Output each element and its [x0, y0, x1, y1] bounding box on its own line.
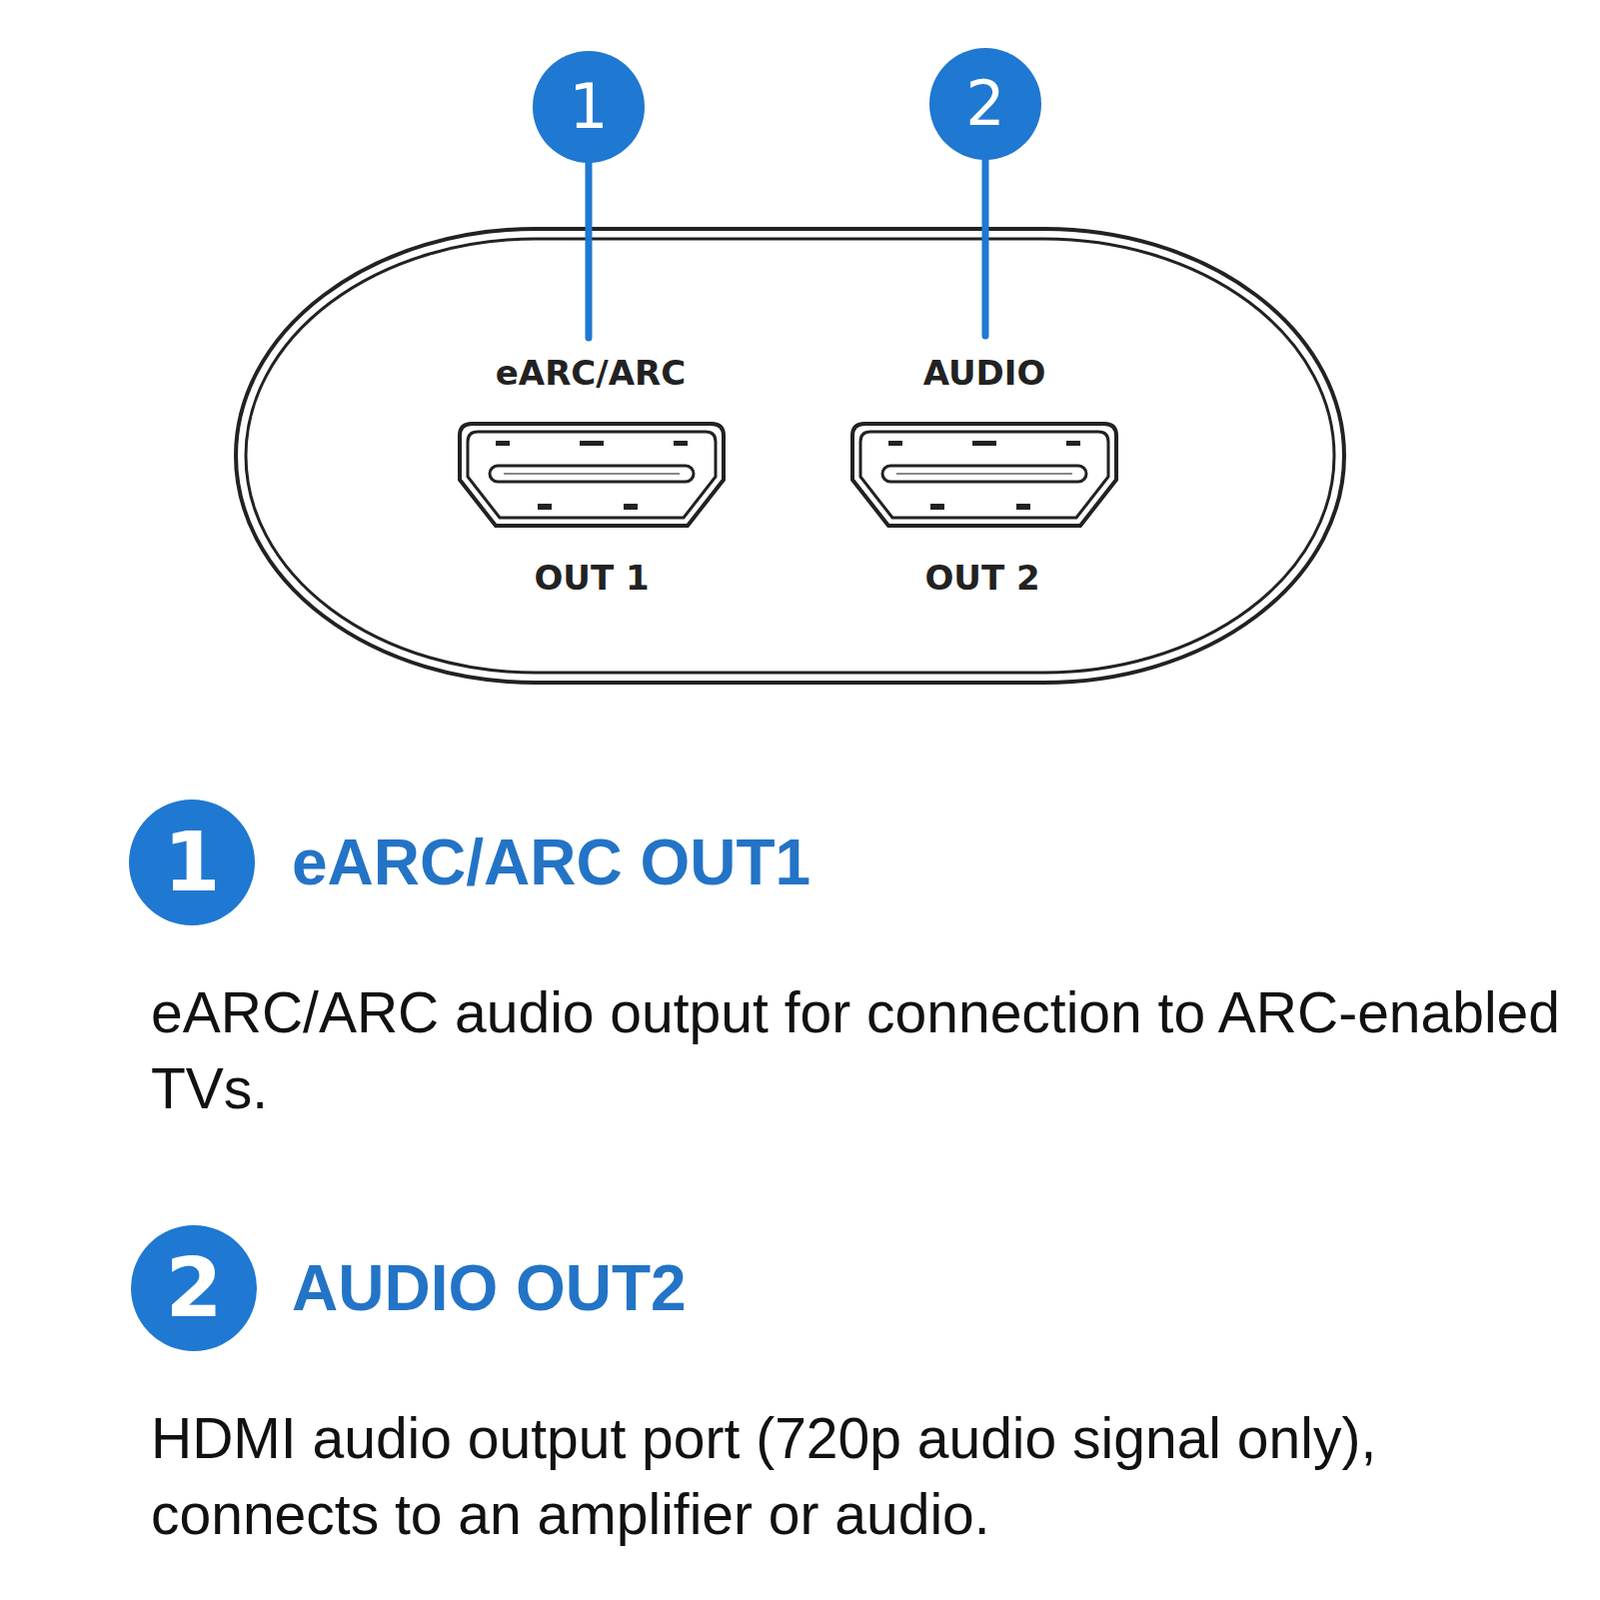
callout-digit: 1: [568, 75, 608, 138]
hdmi-port: [459, 423, 724, 526]
port-label: AUDIO: [923, 352, 1047, 393]
callout-digit: 1: [162, 821, 220, 904]
callout-number: 2: [929, 47, 1042, 160]
port-label: eARC/ARC: [495, 352, 686, 393]
housing-outline: [232, 225, 1348, 686]
callout-number: 1: [532, 50, 645, 163]
callout-digit: 2: [965, 72, 1005, 135]
section-heading: AUDIO OUT2: [291, 1250, 687, 1328]
callout-number: 2: [130, 1225, 257, 1352]
device-housing: eARC/ARC OUT 1 AUDIO OUT 2: [232, 225, 1348, 686]
port-label: OUT 2: [924, 557, 1040, 598]
callout-digit: 2: [164, 1247, 222, 1330]
hdmi-port: [852, 423, 1117, 526]
callout-number: 1: [128, 799, 255, 926]
description-text: HDMI audio output port (720p audio signa…: [150, 1401, 1591, 1554]
leader-line: [982, 157, 990, 336]
section-heading: eARC/ARC OUT1: [291, 824, 811, 902]
port-label: OUT 1: [533, 557, 649, 598]
leader-line: [585, 159, 593, 338]
description-text: eARC/ARC audio output for connection to …: [150, 975, 1571, 1128]
